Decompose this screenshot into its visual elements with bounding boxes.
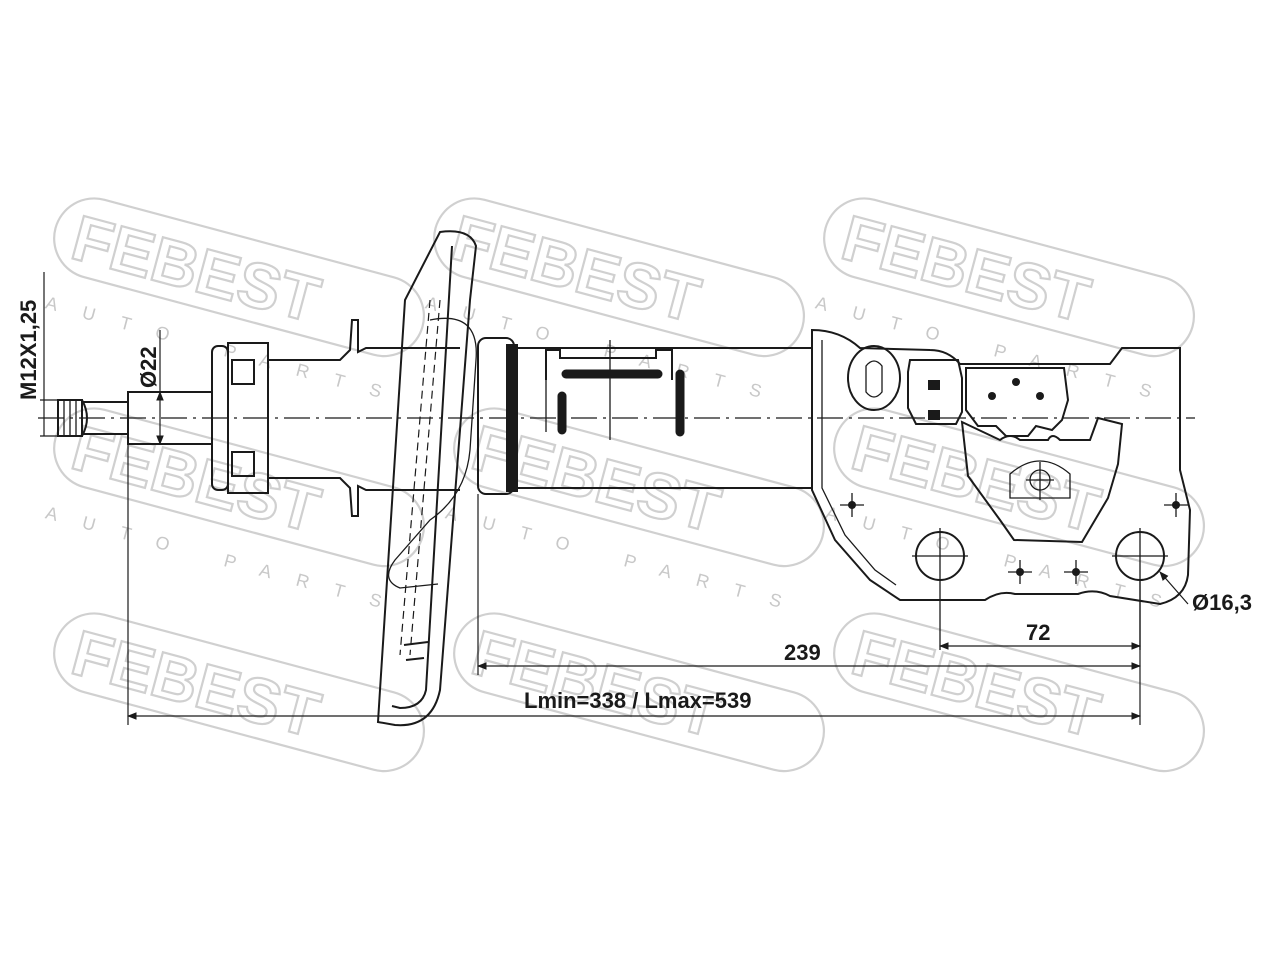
watermark-logo: FEBEST AUTO PARTS (43, 197, 426, 408)
watermark-logo: FEBEST AUTO PARTS (823, 407, 1206, 618)
mount-length-label: 239 (784, 640, 821, 665)
overall-length-dimension: Lmin=338 / Lmax=539 (127, 444, 1141, 725)
hole-diameter-dimension: Ø16,3 (1159, 571, 1252, 615)
upper-mount (211, 319, 460, 517)
svg-text:FEBEST: FEBEST (465, 616, 728, 751)
svg-text:FEBEST: FEBEST (845, 616, 1108, 751)
strut-body (477, 337, 812, 495)
watermark-logo: FEBEST AUTO PARTS (43, 407, 426, 618)
hole-spacing-dimension: 72 (939, 620, 1141, 650)
watermark-logo: FEBEST (53, 612, 426, 773)
watermark-logo: FEBEST AUTO PARTS (443, 407, 826, 618)
rod-diameter-label: Ø22 (136, 346, 161, 388)
svg-text:FEBEST: FEBEST (65, 616, 328, 751)
thread-label: M12X1,25 (16, 300, 41, 400)
rod-diameter-dimension: Ø22 (136, 330, 164, 445)
thread-dimension: M12X1,25 (16, 272, 58, 437)
hole-spacing-label: 72 (1026, 620, 1050, 645)
spring-seat (376, 230, 478, 727)
watermark-logo: FEBEST (833, 612, 1206, 773)
watermark-logo: FEBEST AUTO PARTS (813, 197, 1196, 408)
overall-length-label: Lmin=338 / Lmax=539 (524, 688, 751, 713)
mount-length-dimension: 239 (477, 494, 1141, 725)
hole-diameter-label: Ø16,3 (1192, 590, 1252, 615)
